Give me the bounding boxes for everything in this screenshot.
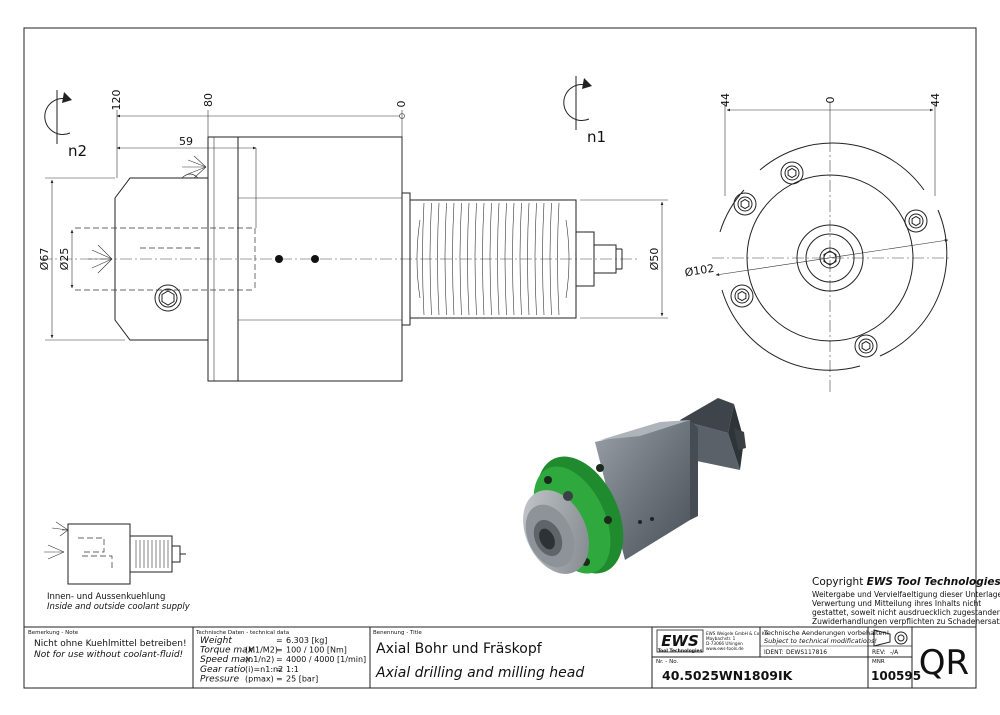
copyright-text-1: Weitergabe und Vervielfaeltigung dieser … xyxy=(812,590,1000,599)
title-de: Axial Bohr und Fräskopf xyxy=(376,641,543,657)
tech-value: 25 [bar] xyxy=(286,674,318,683)
copyright-text-2: Verwertung und Mitteilung ihres Inhalts … xyxy=(812,599,981,608)
tech-symbol: (n1/n2) xyxy=(245,655,274,664)
coolant-schematic xyxy=(44,521,186,585)
dim-d102: Ø102 xyxy=(684,262,715,279)
dim-59: 59 xyxy=(179,135,193,148)
dim-0-front: 0 xyxy=(824,97,837,104)
address-2: Maybachstr. 1 xyxy=(706,636,736,641)
tech-symbol: (pmax) xyxy=(245,674,274,683)
nr-label: Nr. - No. xyxy=(656,659,678,665)
ews-logo-sub: Tool Technologies xyxy=(658,648,703,654)
ident-label: IDENT: xyxy=(764,649,784,656)
front-view xyxy=(712,102,952,392)
tech-value: 1:1 xyxy=(286,665,299,674)
mnr-value: 100595 xyxy=(871,669,921,683)
dim-d67: Ø67 xyxy=(38,248,51,271)
rotation-symbol-n1 xyxy=(563,76,592,130)
tech-label: Weight xyxy=(200,636,232,646)
drawing-frame xyxy=(23,27,977,689)
coolant-label-en: Inside and outside coolant supply xyxy=(47,602,191,612)
copyright-text-3: gestattet, soweit nicht ausdruecklich zu… xyxy=(812,608,1000,617)
copyright-line: Copyright EWS Tool Technologies xyxy=(812,576,1000,588)
tech-eq: = xyxy=(276,665,283,674)
address-4: www.ews-tools.de xyxy=(706,646,744,651)
dim-0-side: 0 xyxy=(395,101,408,108)
address-3: D-73066 Uhingen xyxy=(706,641,743,646)
ident-value: DEWS117816 xyxy=(786,649,827,656)
tech-eq: = xyxy=(276,655,283,664)
tech-label: Torque max. xyxy=(200,646,256,656)
tech-eq: = xyxy=(276,674,283,683)
dim-44-right: 44 xyxy=(929,93,942,107)
tech-symbol: (M1/M2) xyxy=(245,646,278,655)
title-header: Benennung - Title xyxy=(373,630,422,636)
label-n2: n2 xyxy=(68,142,87,160)
tech-label: Speed max. xyxy=(200,655,254,665)
changes-en: Subject to technical modifications! xyxy=(764,637,877,645)
dim-d25: Ø25 xyxy=(58,248,71,271)
rev-label: REV: xyxy=(872,649,886,656)
note-de: Nicht ohne Kuehlmittel betreiben! xyxy=(34,639,187,649)
title-en: Axial drilling and milling head xyxy=(375,665,584,681)
tech-data-table: Weight=6.303 [kg]Torque max.(M1/M2)=100 … xyxy=(200,636,366,684)
side-view xyxy=(40,110,668,382)
tech-label: Gear ratio xyxy=(200,665,246,675)
dim-120: 120 xyxy=(110,90,123,111)
dim-80: 80 xyxy=(202,93,215,107)
title-block xyxy=(24,626,976,688)
dim-44-left: 44 xyxy=(719,93,732,107)
address-1: EWS Weigele GmbH & Co. KG xyxy=(706,631,768,636)
tool-render-3d xyxy=(523,398,746,574)
coolant-label-de: Innen- und Aussenkuehlung xyxy=(47,592,165,602)
tech-value: 6.303 [kg] xyxy=(286,636,327,645)
tech-value: 4000 / 4000 [1/min] xyxy=(286,655,366,664)
qr-code-label: QR xyxy=(919,643,969,683)
changes-de: Technische Aenderungen vorbehalten! xyxy=(763,629,889,637)
ews-logo: EWS xyxy=(661,632,699,650)
note-header: Bemerkung - Note xyxy=(28,630,79,636)
part-number: 40.5025WN1809IK xyxy=(662,668,794,683)
note-en: Not for use without coolant-fluid! xyxy=(34,650,183,660)
label-n1: n1 xyxy=(587,128,606,146)
tech-symbol: (i)=n1:n2 xyxy=(245,665,283,674)
copyright-text-4: Zuwiderhandlungen verpflichten zu Schade… xyxy=(812,617,1000,626)
rotation-symbol-n2 xyxy=(44,90,72,144)
rev-value: -/A xyxy=(890,649,899,656)
dim-d50: Ø50 xyxy=(648,248,661,271)
tech-eq: = xyxy=(276,636,283,645)
tech-header: Technische Daten - technical data xyxy=(195,630,289,636)
mnr-label: MNR xyxy=(872,659,885,665)
tech-value: 100 / 100 [Nm] xyxy=(286,646,347,655)
tech-label: Pressure xyxy=(200,674,239,684)
tech-eq: = xyxy=(276,646,283,655)
